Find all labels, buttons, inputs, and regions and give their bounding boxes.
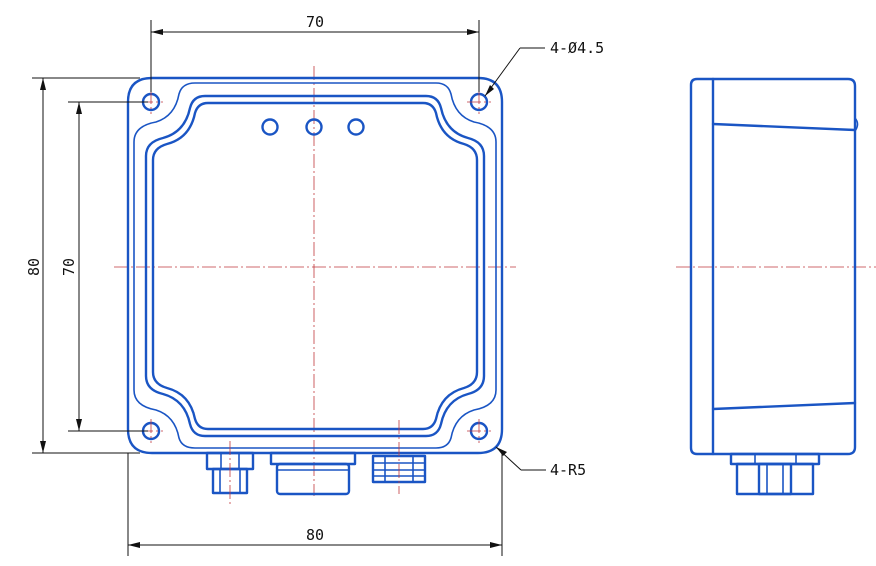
mounting-hole-top-right <box>467 90 491 114</box>
side-body-outline <box>689 77 857 456</box>
lid-outline-inner <box>151 101 479 431</box>
side-lid-edge <box>854 117 859 132</box>
mounting-hole-bottom-right <box>467 419 491 443</box>
indicator-hole-1 <box>261 118 279 136</box>
indicator-hole-2 <box>305 118 323 136</box>
side-lid-bottom-line <box>711 401 857 411</box>
lid-outline-outer <box>144 94 486 438</box>
dimension-bottom-width: 80 <box>127 453 503 556</box>
front-view <box>114 66 516 504</box>
side-view <box>676 77 876 496</box>
dimension-top-width: 70 <box>150 13 480 92</box>
side-lid-top-line <box>711 122 857 132</box>
callout-corner-radius: 4-R5 <box>495 446 586 479</box>
outer-height-label: 80 <box>25 258 43 276</box>
inner-height-label: 70 <box>60 258 78 276</box>
enclosure-outer-outline <box>126 76 504 455</box>
indicator-hole-3 <box>347 118 365 136</box>
bottom-width-label: 80 <box>306 526 324 544</box>
hole-callout-label: 4-Ø4.5 <box>550 39 604 57</box>
top-width-label: 70 <box>306 13 324 31</box>
flange-groove <box>133 82 497 449</box>
connector-center <box>269 451 357 496</box>
radius-callout-label: 4-R5 <box>550 461 586 479</box>
cable-gland-left <box>205 441 255 504</box>
dimension-inner-height: 70 <box>60 101 148 432</box>
side-gland-assembly <box>729 452 821 496</box>
dimension-outer-height: 80 <box>25 77 140 454</box>
cable-gland-right <box>371 420 427 494</box>
callout-hole-diameter: 4-Ø4.5 <box>484 39 604 97</box>
